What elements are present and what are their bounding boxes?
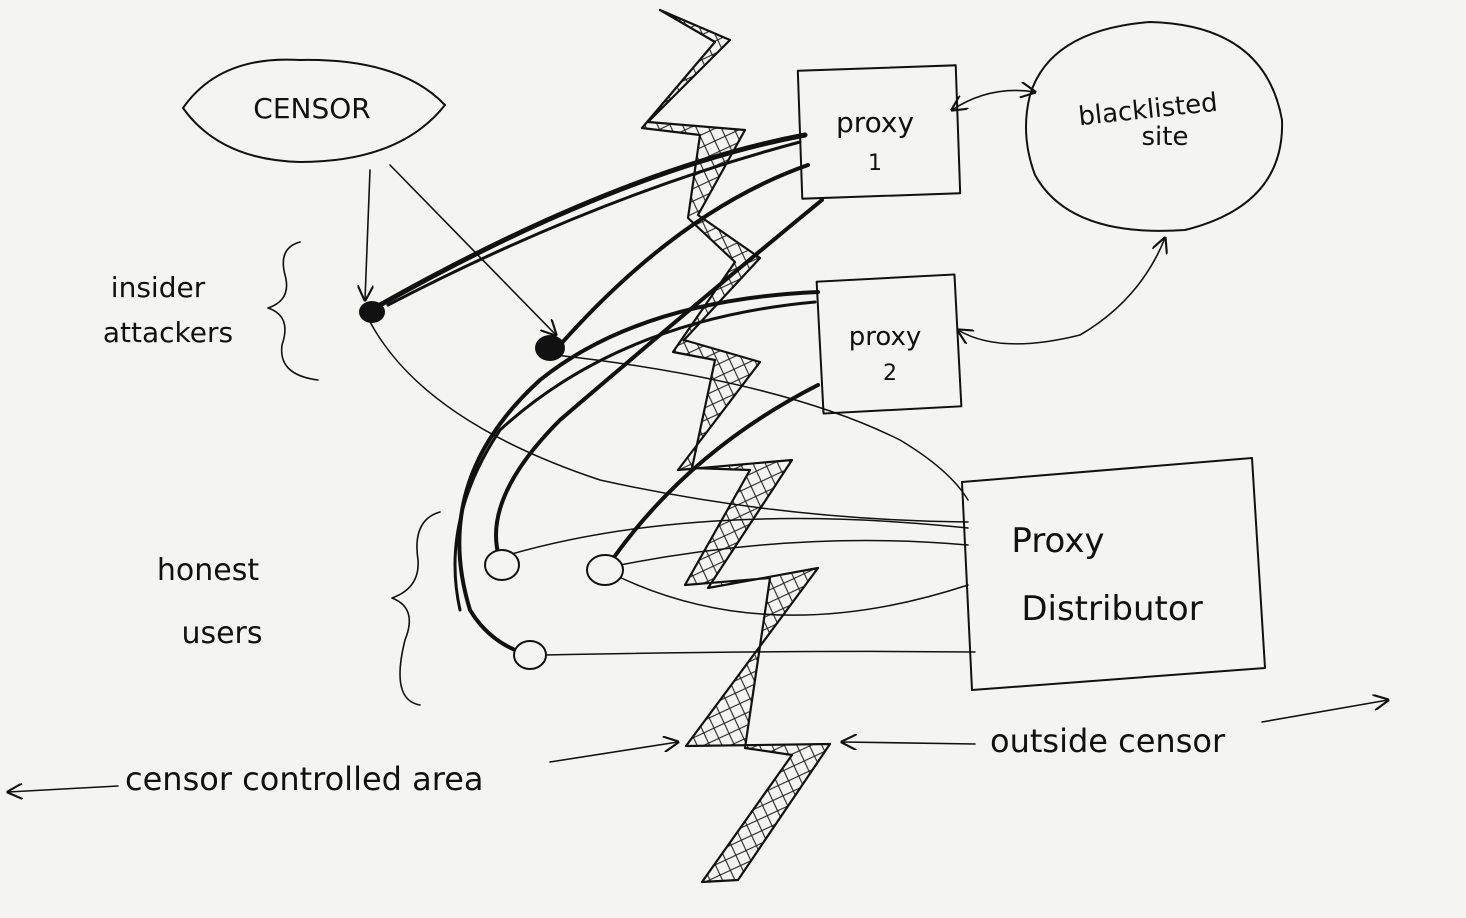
blacklisted-site-circle bbox=[1025, 21, 1284, 232]
proxy-distributor-label-line1: Proxy bbox=[1011, 521, 1104, 561]
honest-users-label-line1: honest bbox=[157, 553, 259, 588]
proxy1-label: proxy bbox=[836, 106, 914, 139]
proxy1-to-insider1-link-b bbox=[386, 140, 802, 307]
proxy1-site-arrow bbox=[952, 90, 1035, 110]
proxy2-number: 2 bbox=[883, 361, 897, 386]
distributor-to-user2-link bbox=[619, 539, 969, 566]
proxy2-to-user2-link bbox=[610, 383, 820, 562]
insider-attacker-node-2 bbox=[535, 335, 565, 361]
proxy1-to-insider1-link bbox=[377, 132, 808, 308]
censor-controlled-area-label: censor controlled area bbox=[125, 760, 483, 798]
proxy2-to-user3-link bbox=[457, 290, 820, 654]
censor-to-insider1-arrow bbox=[365, 169, 370, 300]
insider-attackers-brace bbox=[267, 241, 319, 381]
proxy1-to-insider2-link bbox=[558, 163, 810, 347]
proxy1-number: 1 bbox=[868, 151, 882, 176]
honest-users-label-line2: users bbox=[181, 616, 262, 651]
proxy1-to-user1-link bbox=[494, 198, 824, 562]
blacklisted-site-label-line2: site bbox=[1142, 122, 1189, 152]
censor-area-right-arrow bbox=[549, 742, 678, 763]
distributor-to-insider2-link bbox=[554, 354, 969, 501]
censor-area-left-arrow bbox=[8, 786, 119, 792]
censor-label: CENSOR bbox=[253, 92, 370, 125]
insider-attacker-node-1 bbox=[359, 301, 385, 323]
censor-to-insider2-arrow bbox=[389, 164, 556, 335]
honest-user-node-3 bbox=[513, 640, 547, 670]
outside-censor-left-arrow bbox=[842, 742, 976, 744]
distributor-to-user3-link bbox=[544, 650, 976, 656]
outside-censor-right-arrow bbox=[1261, 700, 1388, 723]
honest-user-node-1 bbox=[484, 549, 520, 581]
censor-boundary-band bbox=[640, 8, 832, 884]
proxy2-site-arrow bbox=[958, 238, 1165, 345]
censor-shape bbox=[182, 58, 446, 163]
distributor-to-user2-link-b bbox=[614, 574, 969, 616]
honest-users-brace bbox=[391, 511, 441, 706]
insider-attackers-label-line1: insider bbox=[111, 271, 206, 304]
outside-censor-label: outside censor bbox=[990, 722, 1226, 760]
proxy-distributor-label-line2: Distributor bbox=[1021, 589, 1202, 629]
proxy-distributor-box bbox=[961, 457, 1266, 691]
distributor-to-insider1-link bbox=[367, 317, 969, 523]
proxy2-label: proxy bbox=[849, 322, 922, 352]
proxy2-to-user3-link-b bbox=[453, 300, 817, 612]
distributor-to-user1-link bbox=[507, 517, 969, 556]
insider-attackers-label-line2: attackers bbox=[103, 316, 233, 349]
honest-user-node-2 bbox=[586, 554, 624, 586]
